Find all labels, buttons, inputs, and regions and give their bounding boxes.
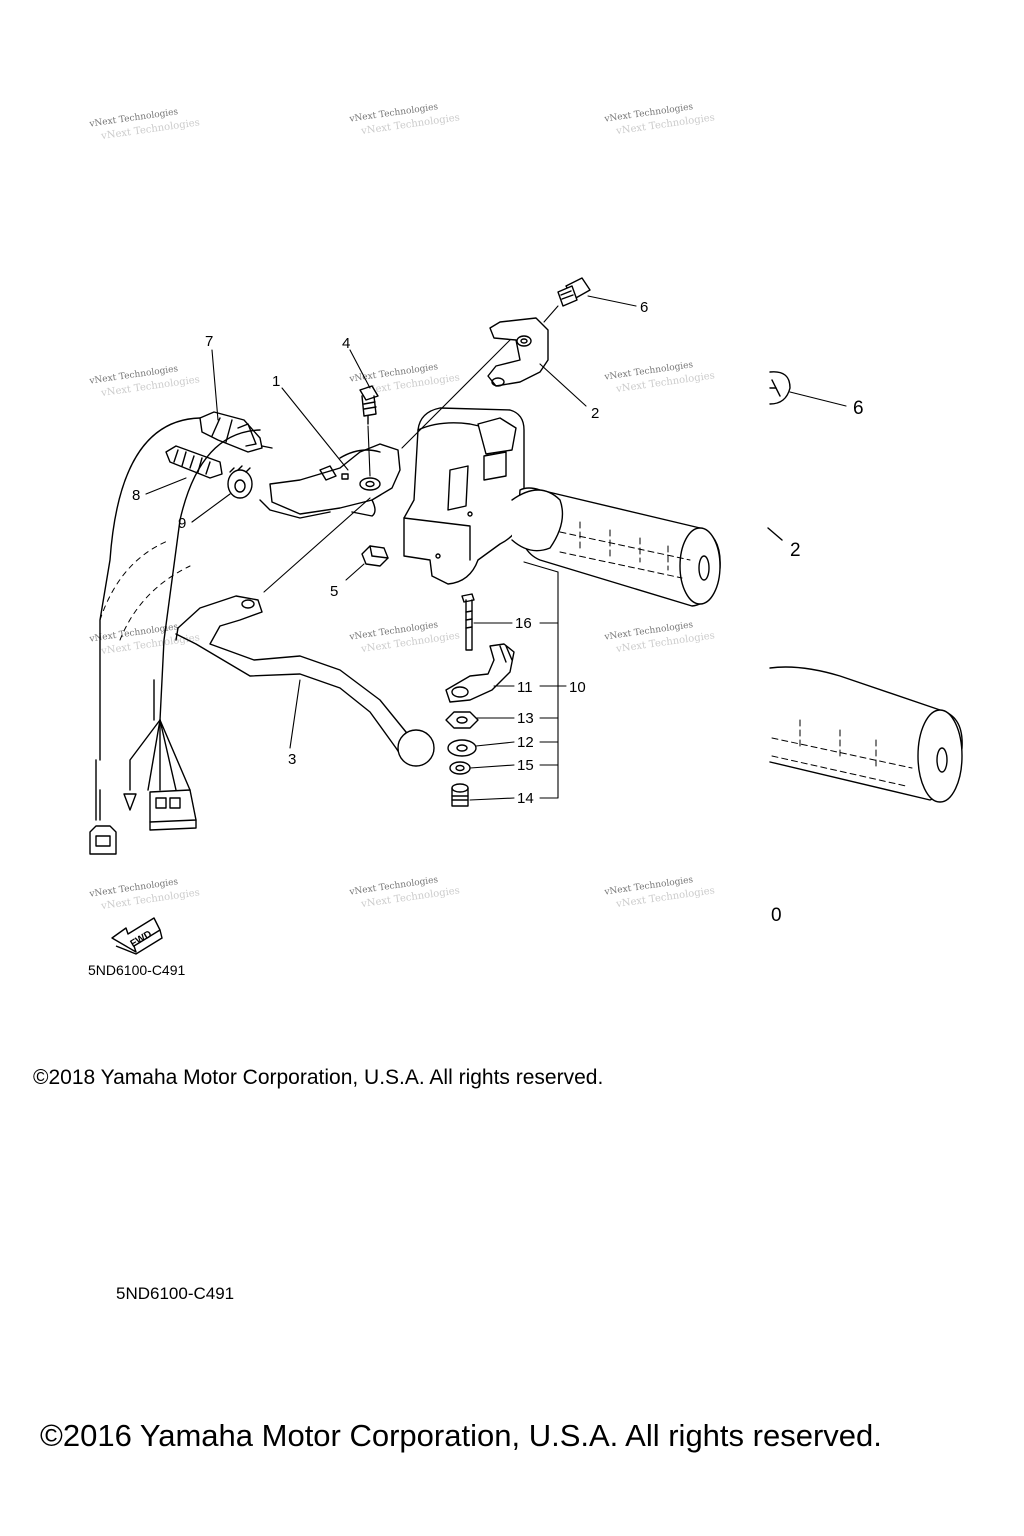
part-2-clamp: [487, 317, 549, 387]
callout-8: 8: [132, 487, 140, 504]
callout-3: 3: [288, 751, 296, 768]
part-6-screw-right: [769, 371, 791, 405]
callout-0-right: 0: [771, 905, 782, 926]
watermark: vNext Technologies vNext Technologies: [88, 622, 201, 657]
callout-10: 10: [569, 679, 586, 696]
part-4-bolt: [359, 385, 379, 425]
watermark: vNext Technologies vNext Technologies: [348, 102, 461, 137]
callout-12: 12: [517, 734, 534, 751]
part-3-lever: [175, 595, 435, 767]
part-15-lock-washer: [449, 761, 471, 775]
callout-7: 7: [205, 333, 213, 350]
watermark: vNext Technologies vNext Technologies: [603, 360, 716, 395]
footer-diagram-code: 5ND6100-C491: [116, 1284, 235, 1303]
callout-14: 14: [517, 790, 534, 807]
callout-2-right: 2: [790, 540, 801, 561]
watermark: vNext Technologies vNext Technologies: [348, 620, 461, 655]
watermark: vNext Technologies vNext Technologies: [603, 620, 716, 655]
callout-4: 4: [342, 335, 350, 352]
leader-lines: [145, 295, 847, 801]
watermark: vNext Technologies vNext Technologies: [88, 107, 201, 142]
fwd-arrow-icon: FWD: [111, 917, 163, 955]
part-6-screw: [557, 277, 591, 307]
cable-wires: [89, 417, 261, 855]
part-9-locknut: [227, 465, 253, 499]
diagram-code: 5ND6100-C491: [88, 962, 186, 978]
watermark: vNext Technologies vNext Technologies: [603, 875, 716, 910]
part-14-screw: [451, 783, 469, 807]
watermark: vNext Technologies vNext Technologies: [348, 875, 461, 910]
watermark: vNext Technologies vNext Technologies: [88, 364, 201, 399]
assembly-lines: [99, 539, 191, 641]
grip-right: [769, 666, 963, 803]
callout-2: 2: [591, 405, 599, 422]
part-13-nut: [445, 711, 479, 729]
part-1-lever-holder: [259, 443, 401, 519]
callout-15: 15: [517, 757, 534, 774]
callout-13: 13: [517, 710, 534, 727]
callout-6-right: 6: [853, 398, 864, 419]
part-8-sleeve: [165, 445, 223, 479]
part-11-hot-start-lever: [445, 643, 515, 703]
part-5-nut: [361, 545, 389, 567]
callout-labels: 6 2 7 4 1 8 9 5 3 16 11 10 13 12 15 14 6…: [132, 299, 864, 926]
callout-1: 1: [272, 373, 280, 390]
part-2-clamp-right: [767, 527, 783, 541]
callout-16: 16: [515, 615, 532, 632]
callout-9: 9: [178, 515, 186, 532]
grip-front: [511, 487, 721, 607]
callout-11: 11: [517, 679, 533, 696]
callout-6: 6: [640, 299, 648, 316]
part-7-adjuster: [199, 411, 273, 453]
footer-copyright-notice: ©2016 Yamaha Motor Corporation, U.S.A. A…: [40, 1418, 882, 1453]
switch-housing: [403, 407, 525, 585]
watermark: vNext Technologies vNext Technologies: [88, 877, 201, 912]
part-16-bolt: [461, 593, 475, 651]
part-12-washer: [447, 739, 477, 757]
watermark: vNext Technologies vNext Technologies: [603, 102, 716, 137]
copyright-notice: ©2018 Yamaha Motor Corporation, U.S.A. A…: [33, 1066, 604, 1089]
callout-5: 5: [330, 583, 338, 600]
